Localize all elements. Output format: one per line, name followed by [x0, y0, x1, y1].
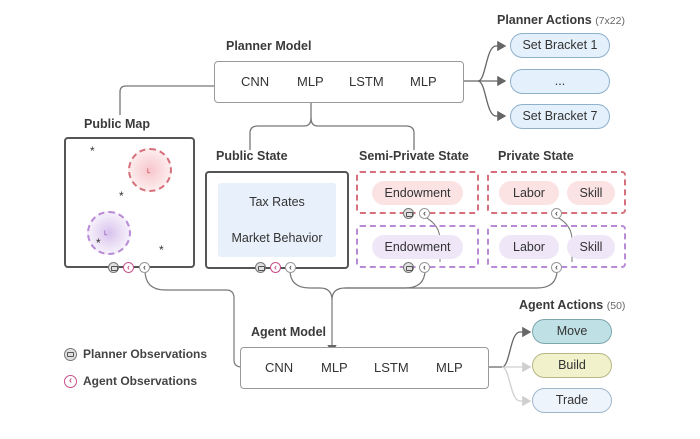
planner-observation-icon — [403, 262, 414, 273]
agent-layer-mlp: MLP — [321, 360, 348, 375]
planner-action-ellipsis: ... — [510, 69, 610, 94]
red-agent-marker: ˪ — [147, 164, 151, 176]
planner-action-1: Set Bracket 1 — [510, 33, 610, 58]
legend-planner-observations: Planner Observations — [83, 347, 208, 361]
agent-out-move — [488, 326, 532, 368]
resource-mark-1: * — [90, 144, 95, 158]
planner-layer-mlp: MLP — [297, 74, 324, 89]
planner-model-box — [214, 61, 464, 103]
semi-private-red-panel: Endowment — [356, 171, 479, 214]
public-state-title: Public State — [216, 149, 288, 163]
legend-agent-icon: ‹ — [64, 375, 77, 388]
endowment-purple: Endowment — [372, 235, 463, 259]
planner-action-7: Set Bracket 7 — [510, 104, 610, 129]
agent-layer-cnn: CNN — [265, 360, 294, 375]
purple-agent-marker: ˪ — [104, 226, 108, 238]
agent-model-title: Agent Model — [251, 325, 326, 339]
legend-planner-icon — [64, 348, 77, 361]
agent-observation-icon: ‹ — [419, 262, 430, 273]
planner-actions-title: Planner Actions (7x22) — [497, 13, 625, 27]
labor-red: Labor — [499, 181, 559, 205]
planner-out-1 — [463, 46, 505, 82]
agent-action-trade: Trade — [532, 388, 612, 413]
agent-observation-icon: ‹ — [270, 262, 281, 273]
resource-mark-4: * — [159, 243, 164, 257]
agent-model-box — [240, 347, 489, 389]
planner-out-3 — [477, 80, 507, 122]
map-to-planner — [119, 85, 215, 115]
purple-agent-zone — [87, 211, 131, 255]
agent-observation-icon: ‹ — [551, 262, 562, 273]
planner-layer-cnn: CNN — [241, 74, 270, 89]
planner-model-title: Planner Model — [226, 39, 312, 53]
tax-rates-label: Tax Rates — [249, 195, 305, 209]
endowment-red: Endowment — [372, 181, 463, 205]
semi-obs-line — [331, 269, 426, 301]
skill-red: Skill — [567, 181, 615, 205]
resource-mark-2: * — [119, 189, 124, 203]
agent-observation-icon: ‹ — [139, 262, 150, 273]
semi-private-purple-panel: Endowment — [356, 225, 479, 268]
agent-layer-mlp2: MLP — [436, 360, 463, 375]
public-state-panel: Tax Rates Market Behavior — [205, 171, 349, 269]
agent-action-move: Move — [532, 319, 612, 344]
agent-actions-title: Agent Actions (50) — [519, 298, 626, 312]
planner-layer-mlp2: MLP — [410, 74, 437, 89]
labor-purple: Labor — [499, 235, 559, 259]
planner-observation-icon — [403, 208, 414, 219]
semi-private-state-title: Semi-Private State — [359, 149, 469, 163]
planner-observation-icon — [255, 262, 266, 273]
resource-mark-3: * — [96, 236, 101, 250]
legend-agent-observations: Agent Observations — [83, 374, 198, 388]
red-agent-zone — [128, 148, 172, 192]
states-to-planner — [249, 92, 317, 150]
agent-observation-icon: ‹ — [123, 262, 134, 273]
agent-observation-icon: ‹ — [285, 262, 296, 273]
agent-layer-lstm: LSTM — [374, 360, 409, 375]
semi-to-planner — [310, 117, 415, 150]
agent-out-trade — [501, 366, 532, 407]
planner-observation-icon — [108, 262, 119, 273]
map-obs-line — [144, 269, 243, 368]
private-state-title: Private State — [498, 149, 574, 163]
agent-observation-icon: ‹ — [551, 208, 562, 219]
market-behavior-label: Market Behavior — [231, 231, 323, 245]
planner-layer-lstm: LSTM — [349, 74, 384, 89]
agent-observation-icon: ‹ — [419, 208, 430, 219]
public-state-inner — [218, 183, 336, 257]
skill-purple: Skill — [567, 235, 615, 259]
public-map-title: Public Map — [84, 117, 150, 131]
agent-action-build: Build — [532, 353, 612, 378]
public-map-panel: ˪ ˪ * * * * — [64, 137, 195, 268]
public-obs-line — [289, 269, 337, 354]
private-obs-line — [345, 269, 558, 289]
